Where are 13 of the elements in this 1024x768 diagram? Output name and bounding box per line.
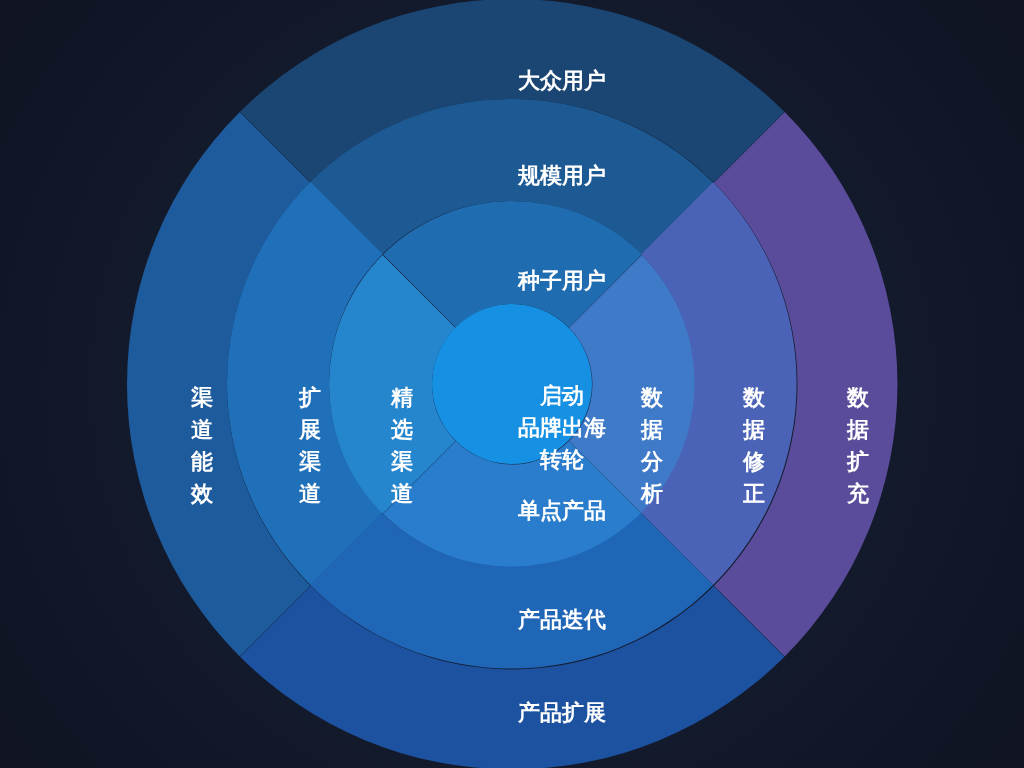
segment-label: 产品迭代 (518, 607, 606, 633)
segment-label: 渠道能效 (190, 384, 214, 508)
segment-label: 单点产品 (518, 498, 606, 524)
segment-label: 数据修正 (742, 384, 766, 508)
segment-label: 种子用户 (518, 268, 606, 294)
segment-label: 大众用户 (518, 68, 606, 94)
segment-label: 规模用户 (518, 163, 606, 189)
segment-label: 产品扩展 (518, 700, 606, 726)
segment-label: 启动品牌出海转轮 (518, 382, 606, 474)
segment-label: 精选渠道 (390, 384, 414, 508)
segment-label: 扩展渠道 (298, 384, 322, 508)
segment-label: 数据扩充 (846, 384, 870, 508)
segment-label: 数据分析 (640, 384, 664, 508)
